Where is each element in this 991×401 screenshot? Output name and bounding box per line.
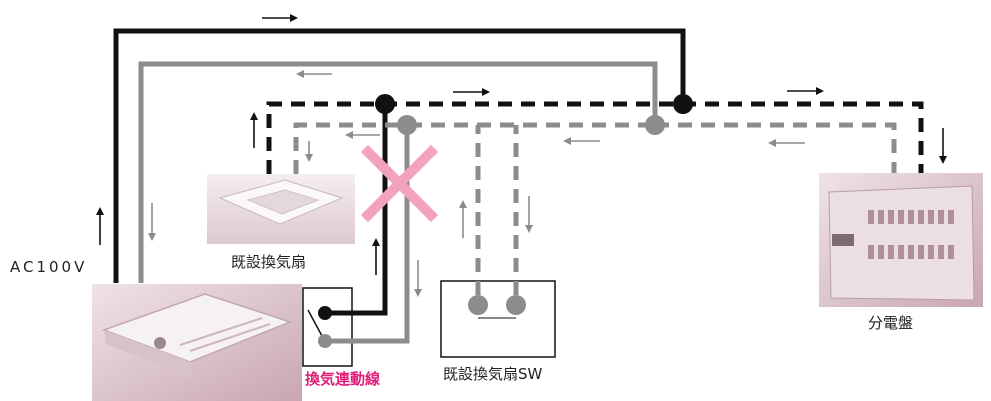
junction-dot	[318, 334, 332, 348]
breaker	[898, 210, 904, 224]
switch-terminal	[506, 295, 526, 315]
existing-fan-switch-label: 既設換気扇SW	[443, 365, 543, 383]
live-wire-main	[113, 28, 686, 283]
existing-fan-label: 既設換気扇	[231, 253, 307, 271]
new-interlocked-fan-image	[92, 284, 302, 401]
breaker	[928, 245, 934, 259]
breaker	[918, 210, 924, 224]
junction-dot	[397, 115, 417, 135]
arrow-head	[96, 207, 104, 215]
arrow-head	[250, 112, 258, 120]
breaker	[948, 210, 954, 224]
arrow-head	[459, 200, 467, 208]
arrow-head	[296, 70, 304, 78]
breaker	[928, 210, 934, 224]
breaker	[918, 245, 924, 259]
existing-neutral-wire-to-board	[655, 122, 897, 173]
arrow-head	[290, 14, 298, 22]
arrow-head	[345, 131, 353, 139]
current-direction-arrows	[96, 14, 947, 297]
interlock-switch-box	[302, 287, 353, 367]
interlock-wire-label: 換気連動線	[305, 370, 381, 388]
existing-live-wire	[266, 101, 924, 174]
arrow-head	[939, 156, 947, 164]
arrow-head	[148, 233, 156, 241]
existing-fan-image	[207, 174, 355, 244]
interlock-contact	[307, 309, 323, 337]
arrow-head	[816, 87, 824, 95]
arrow-head	[482, 88, 490, 96]
junction-dot	[645, 115, 665, 135]
breaker	[948, 245, 954, 259]
breaker	[868, 210, 874, 224]
breaker	[878, 245, 884, 259]
distribution-board-label: 分電盤	[868, 314, 914, 332]
breaker	[908, 245, 914, 259]
breaker	[938, 210, 944, 224]
breaker	[938, 245, 944, 259]
cross-mark-icon	[360, 144, 439, 223]
arrow-head	[525, 225, 533, 233]
breaker	[888, 210, 894, 224]
power-source-label: AC100V	[10, 258, 88, 276]
breaker	[878, 210, 884, 224]
breaker-row-group	[868, 210, 954, 259]
breaker	[898, 245, 904, 259]
breaker	[868, 245, 874, 259]
arrow-head	[768, 139, 776, 147]
switch-terminal	[468, 295, 488, 315]
arrow-head	[372, 238, 380, 246]
breaker	[888, 245, 894, 259]
arrow-head	[305, 154, 313, 162]
arrow-head	[414, 289, 422, 297]
junction-dot	[673, 94, 693, 114]
existing-neutral-wire	[293, 122, 655, 174]
junction-dot	[375, 94, 395, 114]
breaker	[908, 210, 914, 224]
junction-dot	[318, 306, 332, 320]
distribution-board-image	[819, 173, 983, 307]
neutral-wire-main	[138, 61, 658, 283]
existing-fan-switch-box	[440, 280, 556, 358]
arrow-head	[563, 137, 571, 145]
